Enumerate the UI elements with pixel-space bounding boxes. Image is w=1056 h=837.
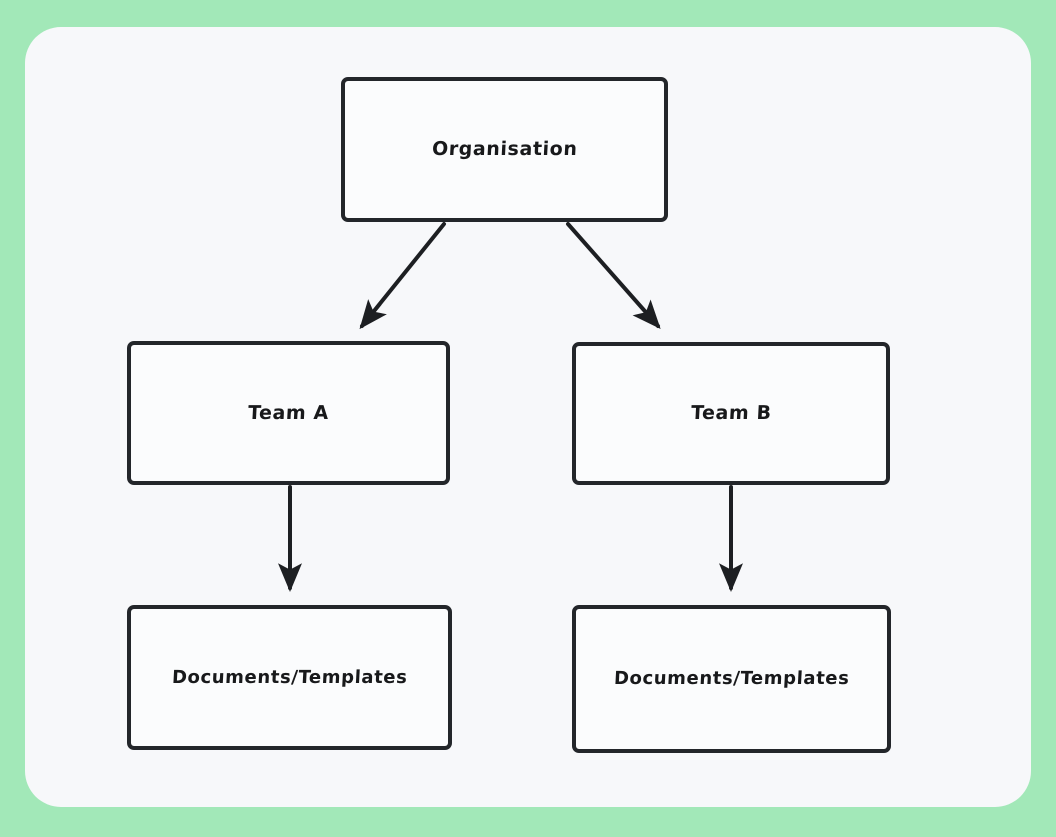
node-documents-templates-a-label: Documents/Templates <box>171 666 408 688</box>
node-team-b-label: Team B <box>690 402 772 425</box>
node-documents-templates-b[interactable]: Documents/Templates <box>572 605 891 753</box>
node-organisation-label: Organisation <box>431 138 578 161</box>
node-team-a-label: Team A <box>247 401 330 424</box>
node-documents-templates-a[interactable]: Documents/Templates <box>127 605 452 750</box>
node-team-b[interactable]: Team B <box>572 342 890 485</box>
node-team-a[interactable]: Team A <box>127 341 450 485</box>
node-organisation[interactable]: Organisation <box>341 77 668 222</box>
node-documents-templates-b-label: Documents/Templates <box>613 668 850 690</box>
